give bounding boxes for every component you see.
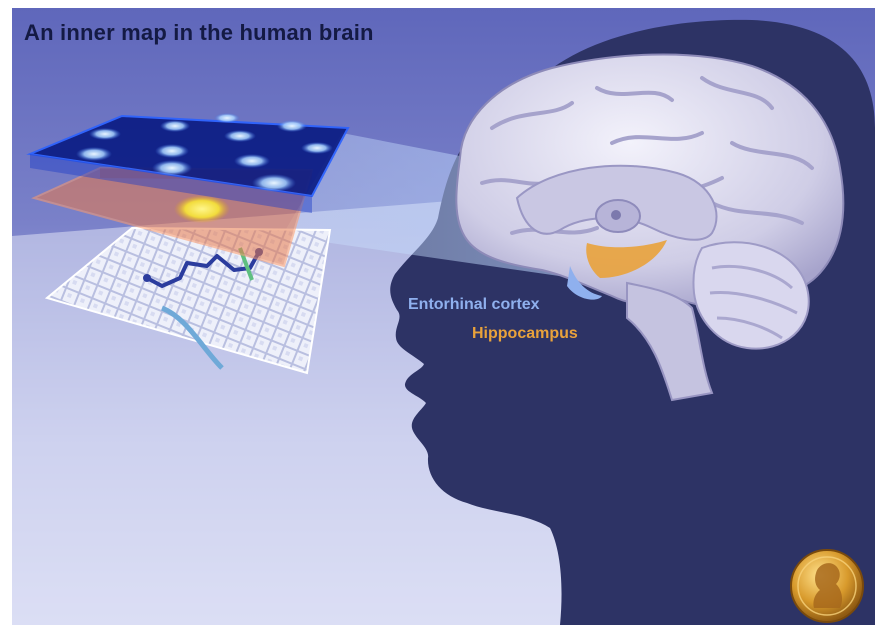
grid-cell-layer (26, 113, 350, 213)
nobel-medal-icon (790, 549, 864, 623)
brain-illustration (455, 53, 845, 402)
entorhinal-cortex-label: Entorhinal cortex (408, 296, 540, 313)
place-field (174, 195, 230, 223)
hippocampus-label: Hippocampus (472, 325, 578, 342)
route-path (146, 251, 261, 288)
grid-fields (76, 113, 333, 192)
slide: An inner map in the human brain Entorhin… (12, 8, 875, 625)
scene (12, 19, 875, 625)
slide-title: An inner map in the human brain (24, 20, 374, 45)
